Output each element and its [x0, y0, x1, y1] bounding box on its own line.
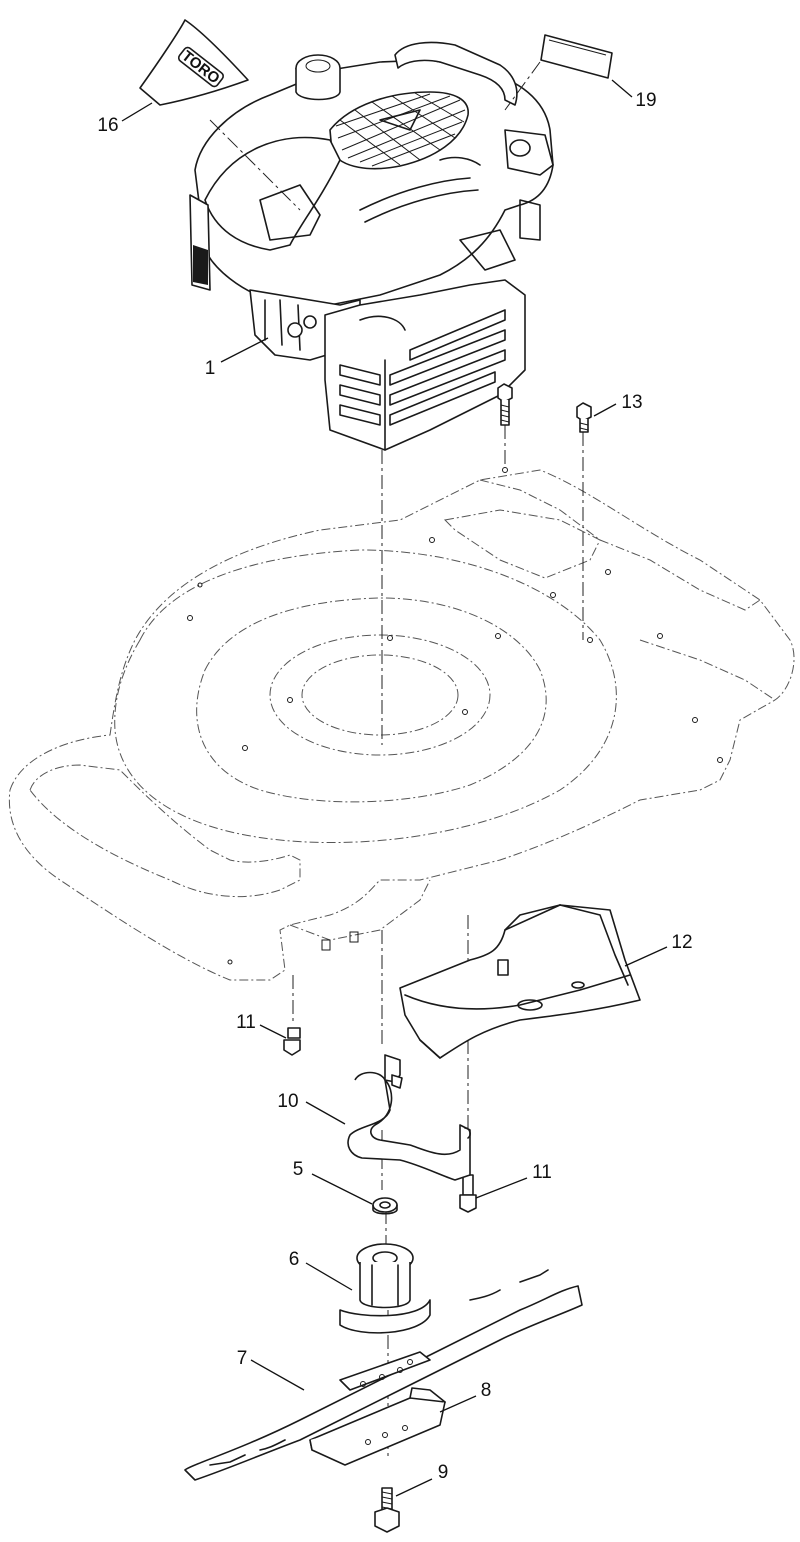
- bolt-13-right: [576, 402, 592, 433]
- svg-text:12: 12: [671, 932, 692, 953]
- mower-deck: [8, 467, 795, 981]
- decal-19: [540, 34, 613, 79]
- blade-7: [184, 1269, 583, 1481]
- callout-11-left: 11: [236, 1012, 287, 1039]
- svg-text:9: 9: [438, 1462, 449, 1483]
- svg-text:11: 11: [236, 1012, 256, 1033]
- callout-11-right: 11: [475, 1162, 552, 1199]
- callout-19: 19: [611, 79, 657, 111]
- muffler-guard-slots: [339, 309, 506, 426]
- svg-text:5: 5: [293, 1159, 304, 1180]
- bolt-9: [374, 1487, 400, 1533]
- decal-16: TORO: [139, 19, 249, 106]
- callout-9: 9: [395, 1462, 449, 1497]
- callout-10: 10: [277, 1091, 346, 1125]
- callout-13: 13: [593, 392, 643, 417]
- washer-5: [372, 1197, 398, 1215]
- svg-text:19: 19: [635, 90, 656, 111]
- callout-12: 12: [624, 932, 693, 967]
- left-side-vent: [193, 245, 208, 285]
- baffle-10: [347, 1054, 471, 1181]
- svg-text:13: 13: [621, 392, 642, 413]
- blade-adapter-6: [339, 1243, 431, 1334]
- callouts: 16 19 1 13 12 11 10 5: [97, 79, 693, 1497]
- svg-text:8: 8: [481, 1380, 492, 1401]
- svg-text:7: 7: [237, 1348, 248, 1369]
- bolt-13-left: [497, 383, 513, 426]
- discharge-chute-12: [399, 904, 641, 1059]
- svg-text:1: 1: [205, 358, 216, 379]
- svg-text:10: 10: [277, 1091, 298, 1112]
- engine-assembly: [189, 41, 554, 451]
- svg-text:6: 6: [289, 1249, 300, 1270]
- bolt-11-right: [459, 1174, 477, 1213]
- blade-bus-8: [309, 1387, 446, 1466]
- bolt-11-left: [283, 1027, 301, 1056]
- callout-16: 16: [97, 102, 153, 136]
- callout-5: 5: [293, 1159, 373, 1205]
- svg-text:16: 16: [97, 115, 118, 136]
- svg-text:11: 11: [532, 1162, 552, 1183]
- callout-8: 8: [439, 1380, 492, 1413]
- callout-7: 7: [237, 1348, 305, 1391]
- callout-6: 6: [289, 1249, 353, 1291]
- callout-1: 1: [205, 337, 269, 379]
